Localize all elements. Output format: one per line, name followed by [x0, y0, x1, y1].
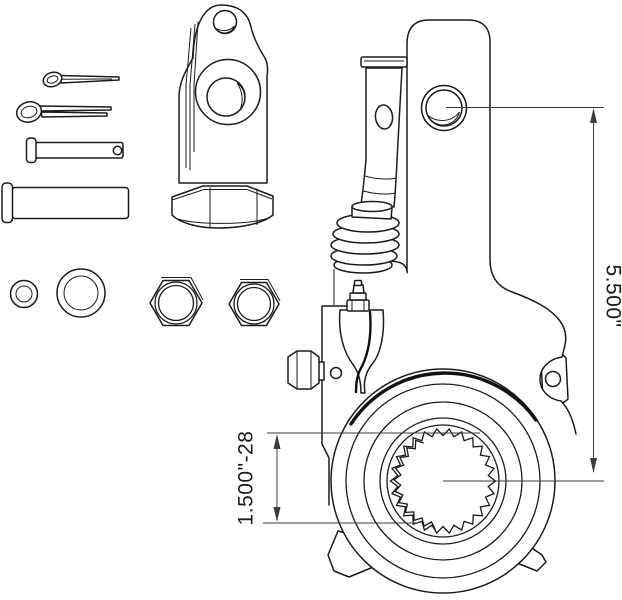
plate-rivet-hole — [329, 366, 343, 380]
splined-bore-depth-line — [392, 439, 436, 530]
dimension-label-arm-length: 5.500" — [601, 264, 622, 327]
washer-small-icon — [9, 279, 39, 309]
clevis-hex-collar — [171, 185, 274, 229]
dimension-label-spline-bore: 1.500"-28 — [235, 431, 258, 526]
clevis-pin-large-icon — [1, 182, 130, 224]
clevis-pin-small-icon — [25, 137, 124, 164]
washer-large-icon — [56, 268, 106, 318]
hex-nut-right-icon — [228, 279, 281, 327]
clevis-boss — [194, 58, 262, 126]
grease-fitting-icon — [346, 279, 370, 312]
ear-hole — [544, 370, 562, 388]
dimension-annotations: 5.500" 1.500"-28 — [235, 107, 622, 526]
adjuster-arm — [406, 19, 577, 470]
pawl-cover — [338, 309, 385, 394]
clevis-yoke — [171, 4, 274, 229]
pushrod-cap — [360, 56, 408, 68]
hex-nut-left-icon — [149, 277, 204, 327]
clevis-tab-hole — [212, 9, 238, 35]
gear-housing — [327, 368, 556, 594]
cotter-pin-small-icon — [42, 71, 120, 88]
pushrod-with-boot — [330, 56, 408, 274]
dimension-spline-bore: 1.500"-28 — [235, 431, 480, 526]
dimension-arm-length: 5.500" — [443, 107, 622, 482]
hardware-kit — [1, 71, 281, 327]
manual-adjuster-hex-bolt — [287, 350, 325, 390]
splined-bore — [389, 427, 497, 535]
cotter-pin-large-icon — [15, 101, 112, 123]
slack-adjuster-body — [287, 19, 577, 506]
